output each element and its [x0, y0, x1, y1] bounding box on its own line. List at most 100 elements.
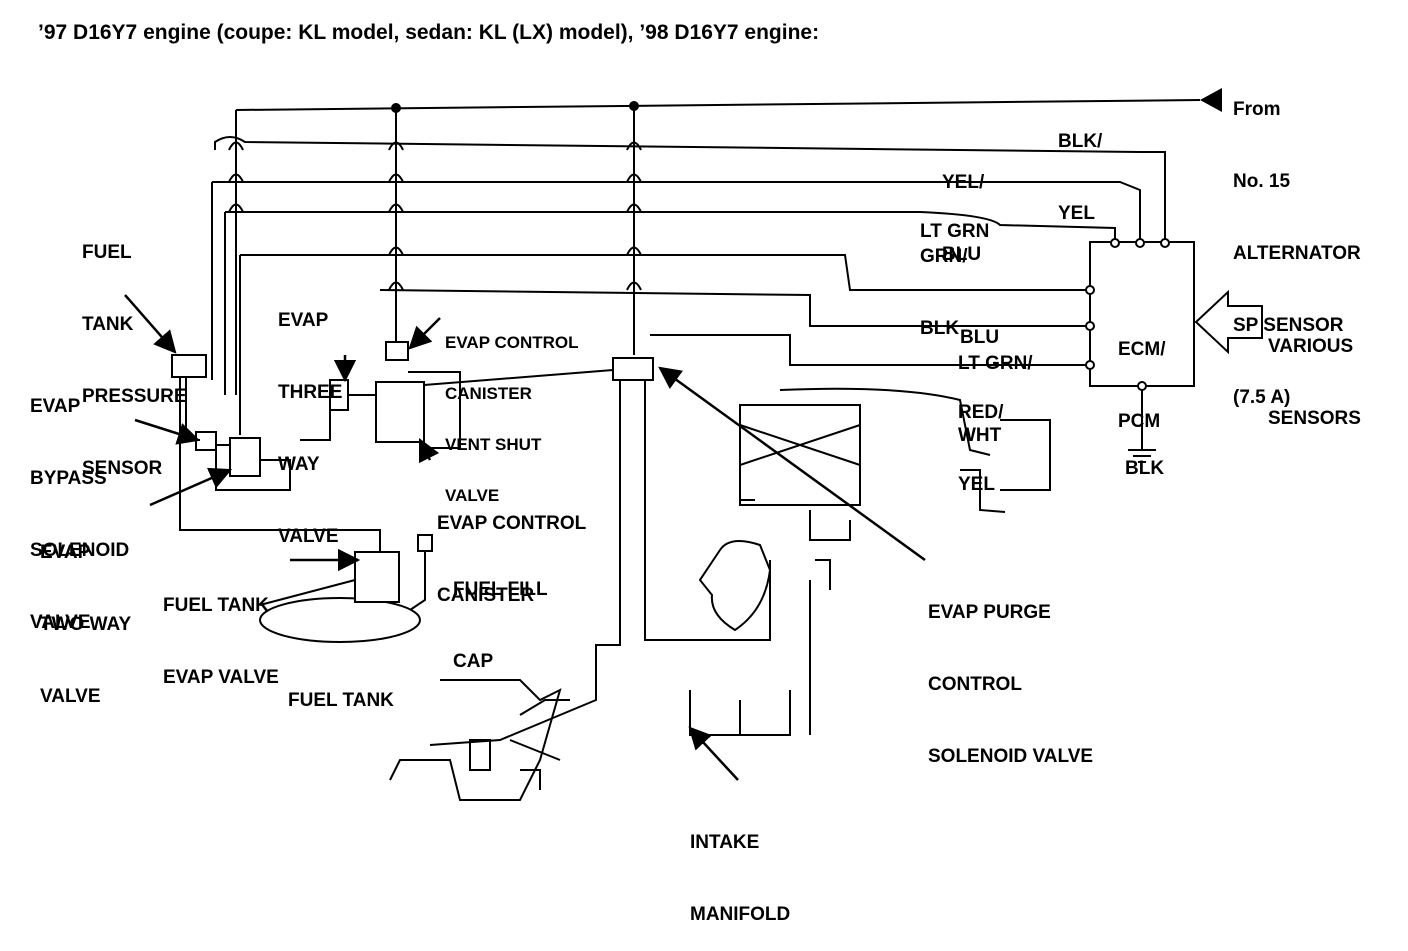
- label-line: WHT: [958, 425, 1002, 446]
- label-line: (7.5 A): [1233, 387, 1291, 408]
- ecm-pins: [1085, 238, 1170, 391]
- label-line: TWO WAY: [40, 614, 132, 635]
- components: [171, 341, 654, 643]
- label-line: BYPASS: [30, 468, 107, 489]
- label-line: MANIFOLD: [690, 904, 791, 925]
- wire-blu: [240, 254, 1090, 291]
- wire-yel-blu: [214, 136, 1166, 240]
- label-fuel-tank: FUEL TANK: [288, 641, 394, 737]
- label-evap-control-canister: EVAP CONTROL CANISTER: [437, 464, 586, 632]
- label-line: From: [1233, 99, 1281, 120]
- label-line: INTAKE: [690, 832, 760, 853]
- label-vent-shut-valve: EVAP CONTROL CANISTER VENT SHUT VALVE: [445, 300, 579, 521]
- label-line: EVAP VALVE: [163, 667, 279, 688]
- label-line: BLK/: [1058, 131, 1103, 152]
- pointer-arrows: [124, 294, 926, 781]
- label-ecm-pcm: ECM/ PCM: [1118, 290, 1166, 458]
- label-fuel-tank-evap-valve: FUEL TANK EVAP VALVE: [163, 546, 279, 714]
- label-from-fuse: From No. 15 ALTERNATOR SP SENSOR (7.5 A): [1233, 50, 1361, 434]
- wire-lt-grn: [212, 181, 1141, 240]
- label-line: GRN/: [920, 246, 968, 267]
- label-line: VALVE: [278, 526, 339, 547]
- vent-shut-valve: [385, 341, 409, 361]
- label-line: BLK: [920, 318, 960, 339]
- various-sensors-arrow: [1194, 289, 1263, 355]
- label-line: YEL: [1058, 203, 1095, 224]
- label-two-way-valve: EVAP TWO WAY VALVE: [40, 493, 131, 733]
- label-line: CANISTER: [437, 585, 535, 606]
- label-line: TANK: [82, 314, 134, 335]
- label-red-yel: RED/ YEL: [958, 353, 1003, 521]
- fuel-tank-body: [259, 597, 421, 643]
- junction-dot: [629, 101, 639, 111]
- label-line: BLK: [1125, 458, 1165, 479]
- label-bypass-solenoid-valve: EVAP BYPASS SOLENOID VALVE: [30, 347, 129, 659]
- label-line: YEL: [958, 474, 995, 495]
- label-line: EVAP: [30, 396, 81, 417]
- label-lt-grn: LT GRN: [920, 172, 989, 268]
- label-lt-grn-wht: LT GRN/ WHT: [958, 304, 1033, 472]
- evap-canister: [375, 381, 425, 443]
- label-line: VENT SHUT: [445, 435, 542, 454]
- fill-cap: [417, 534, 433, 552]
- label-fuel-fill-cap: FUEL FILL CAP: [453, 530, 548, 698]
- wire-grn-blk: [225, 211, 1116, 240]
- wire-lt-grn-wht: [379, 289, 1090, 327]
- label-line: CANISTER: [445, 384, 532, 403]
- ecm-pcm-box: [1089, 241, 1195, 387]
- label-line: VALVE: [30, 612, 91, 633]
- label-line: SOLENOID VALVE: [928, 746, 1094, 767]
- hoses: [179, 369, 771, 746]
- label-line: SENSORS: [1268, 408, 1361, 429]
- label-line: THREE: [278, 382, 343, 403]
- fuel-tank-pressure-sensor: [171, 354, 207, 378]
- label-line: SENSOR: [82, 458, 163, 479]
- label-line: LT GRN/: [958, 353, 1033, 374]
- label-line: CAP: [453, 651, 494, 672]
- tank-evap-valve: [354, 551, 400, 603]
- label-line: No. 15: [1233, 171, 1291, 192]
- label-line: CONTROL: [928, 674, 1022, 695]
- label-line: EVAP CONTROL: [437, 513, 587, 534]
- label-line: YEL/: [942, 172, 985, 193]
- evap-system-diagram: [124, 88, 1263, 801]
- label-three-way-valve: EVAP THREE WAY VALVE: [278, 261, 342, 573]
- label-ground-blk: BLK: [1125, 409, 1164, 505]
- label-line: ALTERNATOR: [1233, 243, 1361, 264]
- engine-sketch: [389, 387, 1051, 801]
- wire-blk-yel: [235, 99, 1201, 111]
- label-line: EVAP CONTROL: [445, 333, 579, 352]
- label-grn-blk: GRN/ BLK: [920, 197, 968, 365]
- wire-red-yel: [650, 334, 1090, 366]
- label-line: VALVE: [40, 686, 101, 707]
- label-yel-blu: YEL/ BLU: [942, 123, 984, 291]
- label-line: EVAP PURGE: [928, 602, 1051, 623]
- junction-dot: [391, 103, 401, 113]
- label-intake-manifold: INTAKE MANIFOLD: [690, 783, 790, 951]
- wiring: [211, 99, 1201, 463]
- label-blu: BLU: [960, 278, 999, 374]
- label-line: WAY: [278, 454, 320, 475]
- label-blk-yel: BLK/ YEL: [1058, 82, 1102, 250]
- two-way-valve: [229, 437, 261, 477]
- label-line: FUEL FILL: [453, 579, 548, 600]
- label-fuel-tank-pressure-sensor: FUEL TANK PRESSURE SENSOR: [82, 193, 187, 505]
- label-purge-control-solenoid-valve: EVAP PURGE CONTROL SOLENOID VALVE: [928, 553, 1093, 793]
- label-line: VALVE: [445, 486, 500, 505]
- label-line: VARIOUS: [1268, 336, 1354, 357]
- purge-solenoid: [612, 357, 654, 381]
- label-various-sensors: VARIOUS SENSORS: [1268, 287, 1361, 455]
- label-line: EVAP: [40, 542, 91, 563]
- label-line: EVAP: [278, 310, 329, 331]
- label-line: RED/: [958, 402, 1004, 423]
- label-line: PRESSURE: [82, 386, 187, 407]
- label-line: SP SENSOR: [1233, 315, 1344, 336]
- label-line: FUEL TANK: [288, 690, 394, 711]
- label-line: BLU: [960, 327, 1000, 348]
- label-line: FUEL TANK: [163, 595, 269, 616]
- label-line: ECM/: [1118, 339, 1166, 360]
- label-line: FUEL: [82, 242, 132, 263]
- label-line: PCM: [1118, 411, 1161, 432]
- label-line: SOLENOID: [30, 540, 130, 561]
- diagram-title: ’97 D16Y7 engine (coupe: KL model, sedan…: [38, 21, 820, 44]
